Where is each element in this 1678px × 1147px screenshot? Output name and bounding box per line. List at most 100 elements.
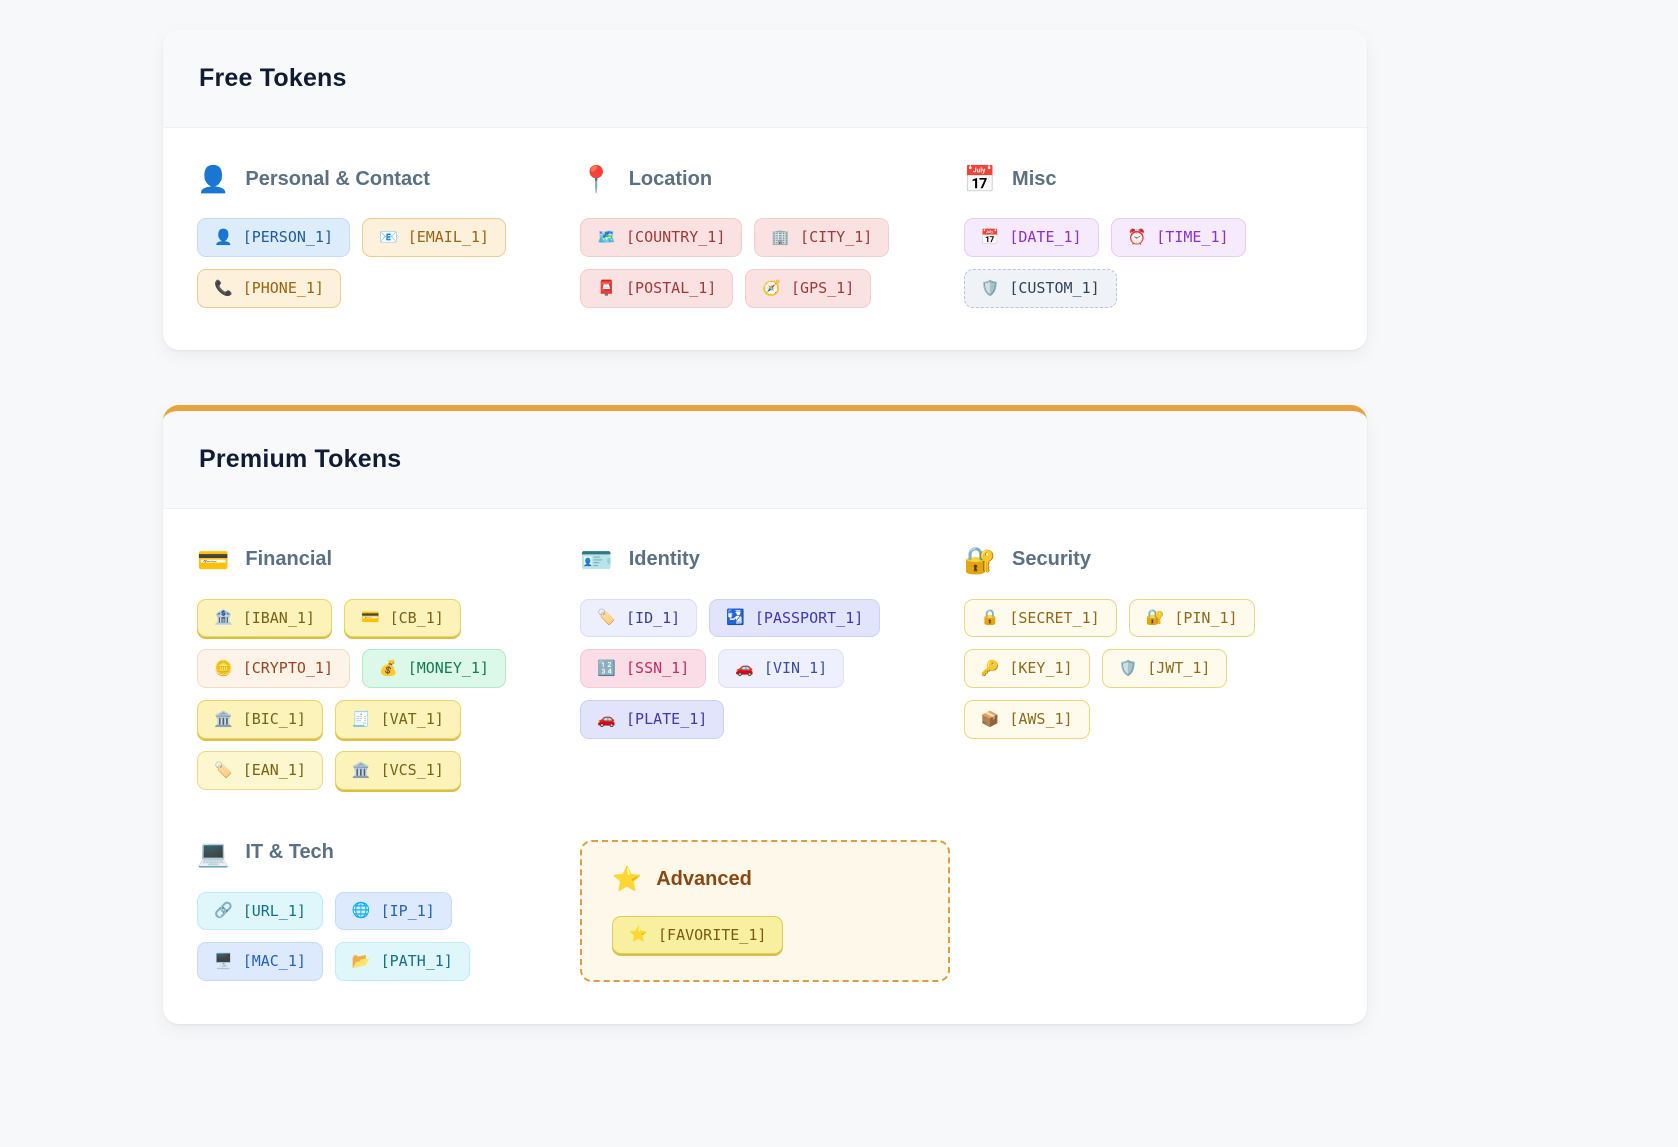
token-label: [IBAN_1]	[242, 608, 315, 627]
category-label: Identity	[628, 548, 700, 570]
premium-tokens-card-header: Premium Tokens	[163, 410, 1367, 509]
token-label: [ID_1]	[626, 608, 681, 627]
token-label: [EMAIL_1]	[407, 228, 489, 246]
classical-building-icon: 🏛️	[214, 709, 233, 728]
token-chip-aws-1[interactable]: 📦[AWS_1]	[963, 700, 1090, 739]
token-chip-url-1[interactable]: 🔗[URL_1]	[197, 891, 323, 931]
category-heading-financial: 💳Financial	[197, 547, 566, 573]
token-chip-iban-1[interactable]: 🏦[IBAN_1]	[197, 598, 332, 638]
tag-icon: 🏷️	[214, 760, 233, 779]
calendar-icon: 📅	[963, 164, 997, 194]
token-label: [BIC_1]	[242, 710, 306, 728]
token-list-financial: 🏦[IBAN_1]💳[CB_1]🪙[CRYPTO_1]💰[MONEY_1]🏛️[…	[197, 598, 566, 790]
token-chip-key-1[interactable]: 🔑[KEY_1]	[963, 649, 1090, 688]
token-label: [MONEY_1]	[407, 659, 489, 678]
star-icon: ⭐	[612, 865, 643, 893]
tag-icon: 🏷️	[597, 608, 617, 627]
category-heading-misc: 📅Misc	[964, 166, 1333, 192]
token-chip-city-1[interactable]: 🏢 [CITY_1]	[754, 218, 890, 257]
car-icon: 🚗	[735, 659, 754, 678]
category-heading-advanced: ⭐ Advanced	[612, 865, 917, 893]
free-tokens-title: Free Tokens	[199, 64, 347, 92]
receipt-icon: 🧾	[351, 709, 371, 728]
token-chip-vat-1[interactable]: 🧾[VAT_1]	[334, 700, 461, 739]
token-chip-date-1[interactable]: 📅 [DATE_1]	[963, 218, 1099, 257]
pushpin-icon: 📍	[580, 164, 613, 194]
alarm-clock-icon: ⏰	[1127, 227, 1147, 246]
star-icon: ⭐	[629, 925, 649, 944]
token-chip-vcs-1[interactable]: 🏛️[VCS_1]	[334, 750, 461, 790]
free-tokens-body: 👤Personal & Contact👤[PERSON_1]📧[EMAIL_1]…	[163, 128, 1367, 350]
token-chip-id-1[interactable]: 🏷️ [ID_1]	[580, 598, 698, 638]
token-label: [GPS_1]	[791, 278, 855, 297]
token-chip-mac-1[interactable]: 🖥️ [MAC_1]	[197, 942, 323, 981]
lock-icon: 🔒	[980, 608, 1000, 627]
laptop-icon: 💻	[197, 837, 230, 868]
token-label: [URL_1]	[242, 901, 306, 920]
token-label: [IP_1]	[380, 901, 435, 920]
token-list-identity: 🏷️[ID_1]🛂[PASSPORT_1]🔢[SSN_1]🚗[VIN_1]🚗[P…	[580, 598, 949, 739]
token-label: [SECRET_1]	[1009, 608, 1100, 627]
token-chip-money-1[interactable]: 💰[MONEY_1]	[362, 649, 506, 688]
token-chip-email-1[interactable]: 📧 [EMAIL_1]	[362, 218, 506, 257]
category-heading-security: 🔐Security	[964, 547, 1333, 573]
token-label: [JWT_1]	[1147, 659, 1211, 678]
token-chip-person-1[interactable]: 👤[PERSON_1]	[197, 218, 350, 257]
token-chip-phone-1[interactable]: 📞[PHONE_1]	[197, 268, 341, 308]
token-chip-jwt-1[interactable]: 🛡️[JWT_1]	[1101, 649, 1228, 688]
category-heading-location: 📍 Location	[580, 166, 949, 192]
token-chip-plate-1[interactable]: 🚗 [PLATE_1]	[580, 700, 725, 739]
token-chip-crypto-1[interactable]: 🪙[CRYPTO_1]	[197, 649, 350, 688]
token-list-personal-contact: 👤[PERSON_1] 📧 [EMAIL_1] 📞[PHONE_1]	[197, 218, 566, 308]
premium-tokens-body: 💳Financial🏦[IBAN_1]💳[CB_1]🪙[CRYPTO_1]💰[M…	[163, 509, 1367, 1025]
token-chip-ip-1[interactable]: 🌐[IP_1]	[334, 891, 452, 931]
category-label: Financial	[245, 548, 333, 570]
email-icon: 📧	[379, 227, 398, 246]
phone-icon: 📞	[214, 278, 233, 297]
token-chip-path-1[interactable]: 📂 [PATH_1]	[334, 942, 470, 981]
token-chip-postal-1[interactable]: 📮[POSTAL_1]	[580, 268, 734, 308]
person-icon: 👤	[214, 227, 233, 246]
category-label: Location	[628, 167, 713, 190]
car-icon: 🚗	[597, 709, 617, 728]
token-chip-country-1[interactable]: 🗺️[COUNTRY_1]	[580, 218, 743, 257]
passport-control-icon: 🛂	[726, 608, 745, 627]
desktop-computer-icon: 🖥️	[214, 952, 233, 971]
token-chip-custom-1[interactable]: 🛡️[CUSTOM_1]	[963, 268, 1117, 308]
category-it-tech: 💻IT & Tech🔗[URL_1]🌐[IP_1]🖥️[MAC_1]📂[PATH…	[197, 840, 566, 983]
token-label: [PIN_1]	[1174, 608, 1238, 627]
token-label: [CUSTOM_1]	[1009, 278, 1100, 297]
token-chip-pin-1[interactable]: 🔐[PIN_1]	[1128, 598, 1255, 638]
building-icon: 🏢	[771, 227, 791, 246]
token-label: [CITY_1]	[800, 228, 873, 246]
token-chip-favorite-1[interactable]: ⭐[FAVORITE_1]	[612, 915, 784, 955]
token-label: [PASSPORT_1]	[754, 608, 864, 627]
token-label: [PLATE_1]	[626, 710, 708, 728]
category-financial: 💳Financial🏦[IBAN_1]💳[CB_1]🪙[CRYPTO_1]💰[M…	[197, 547, 566, 790]
token-label: [PATH_1]	[380, 952, 453, 971]
category-label: Advanced	[656, 868, 752, 890]
package-icon: 📦	[980, 709, 1000, 728]
open-folder-icon: 📂	[351, 952, 371, 971]
token-chip-gps-1[interactable]: 🧭 [GPS_1]	[745, 268, 872, 308]
classical-building-icon: 🏛️	[351, 760, 371, 779]
person-icon: 👤	[197, 164, 230, 194]
token-chip-passport-1[interactable]: 🛂 [PASSPORT_1]	[709, 598, 881, 638]
token-chip-ssn-1[interactable]: 🔢[SSN_1]	[580, 649, 707, 688]
token-chip-ean-1[interactable]: 🏷️[EAN_1]	[197, 750, 323, 790]
credit-card-icon: 💳	[360, 608, 380, 627]
free-tokens-card-header: Free Tokens	[163, 30, 1367, 128]
token-label: [DATE_1]	[1009, 228, 1082, 246]
compass-icon: 🧭	[762, 278, 782, 297]
token-chip-secret-1[interactable]: 🔒 [SECRET_1]	[963, 598, 1117, 638]
token-label: [POSTAL_1]	[626, 278, 717, 297]
category-personal-contact: 👤Personal & Contact👤[PERSON_1]📧[EMAIL_1]…	[197, 166, 566, 308]
token-chip-vin-1[interactable]: 🚗[VIN_1]	[718, 649, 845, 688]
calendar-icon: 📅	[980, 227, 1000, 246]
token-chip-cb-1[interactable]: 💳[CB_1]	[343, 598, 461, 638]
token-chip-time-1[interactable]: ⏰[TIME_1]	[1110, 218, 1246, 257]
key-icon: 🔑	[980, 659, 1000, 678]
token-label: [MAC_1]	[242, 952, 306, 971]
token-chip-bic-1[interactable]: 🏛️ [BIC_1]	[197, 700, 323, 739]
lock-with-key-icon: 🔐	[963, 544, 997, 575]
